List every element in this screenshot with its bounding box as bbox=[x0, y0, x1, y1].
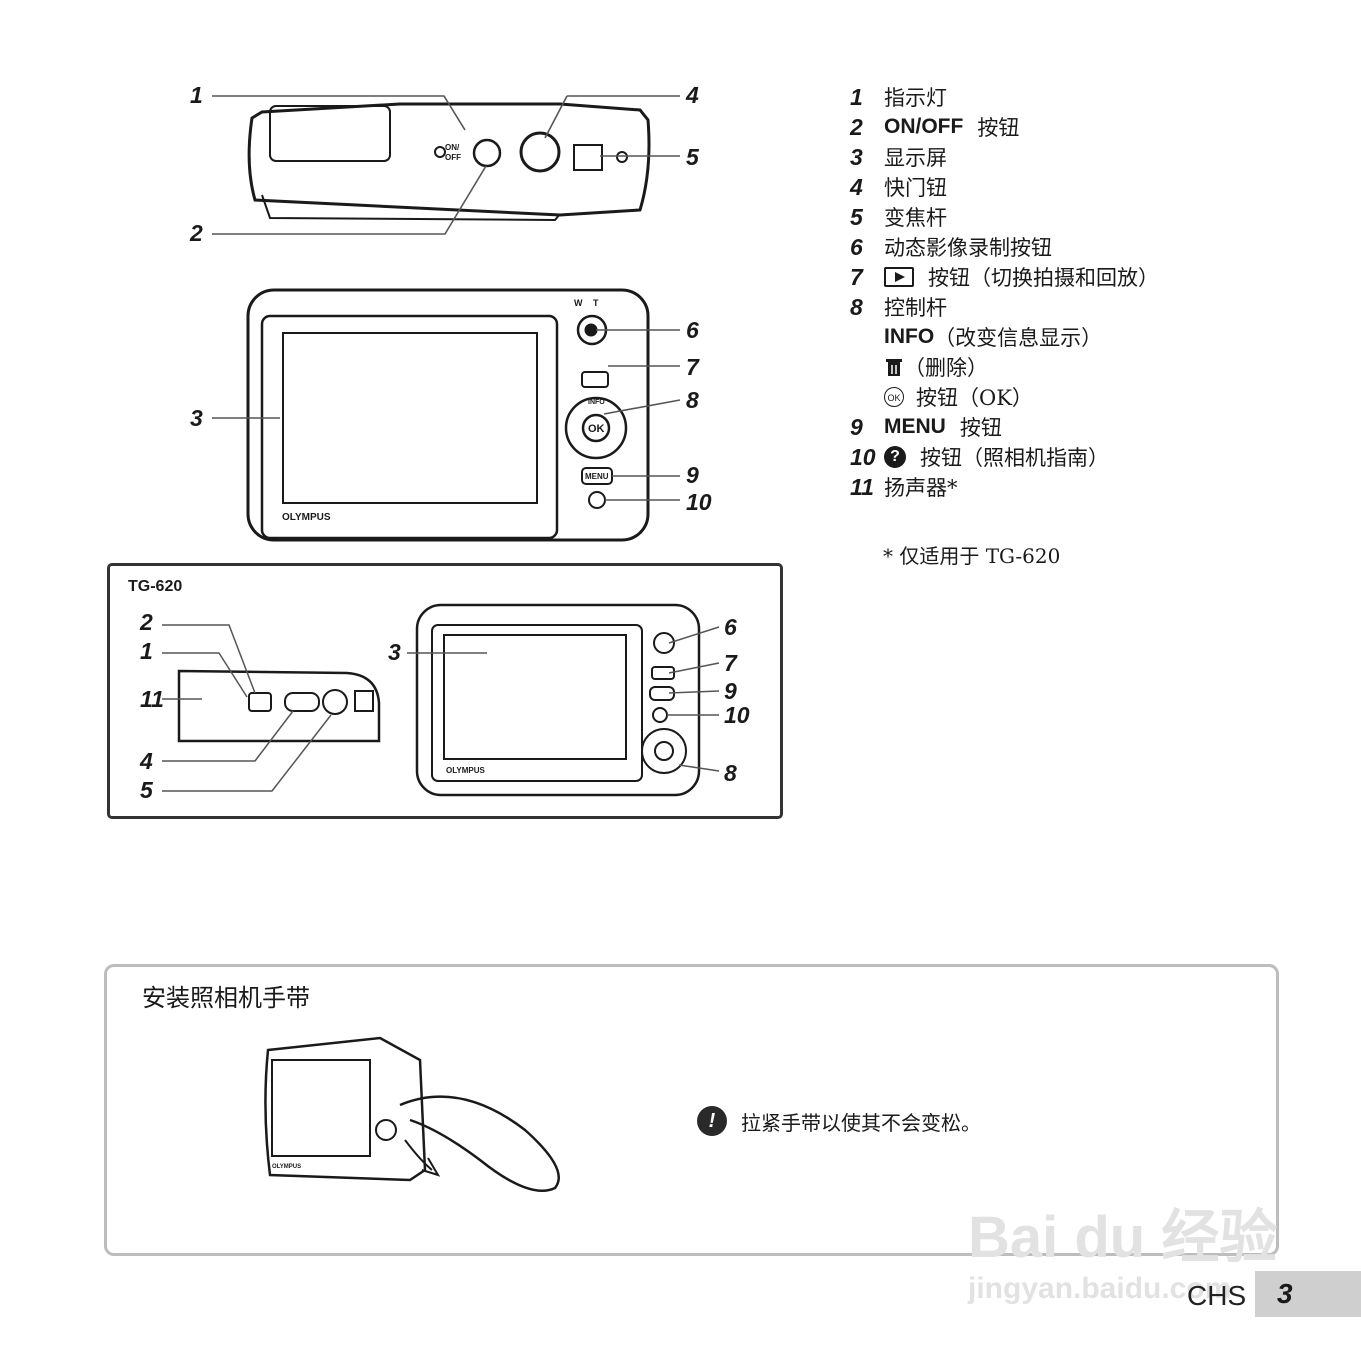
svg-text:OLYMPUS: OLYMPUS bbox=[446, 766, 485, 775]
svg-text:OLYMPUS: OLYMPUS bbox=[272, 1164, 301, 1170]
tg-callout-2: 2 bbox=[140, 609, 153, 635]
tg620-title: TG-620 bbox=[128, 578, 183, 595]
strap-note-text: 拉紧手带以使其不会变松。 bbox=[741, 1110, 981, 1135]
tg-callout-10: 10 bbox=[724, 702, 750, 728]
callout-1: 1 bbox=[190, 82, 203, 108]
tg620-diagram: OLYMPUS bbox=[162, 603, 720, 797]
strap-illustration: OLYMPUS bbox=[264, 1036, 560, 1192]
help-icon: ? bbox=[884, 446, 906, 468]
legend-subitem: （删除） bbox=[850, 352, 1330, 382]
callout-9: 9 bbox=[686, 462, 699, 488]
svg-text:INFO: INFO bbox=[588, 399, 605, 406]
tg620-back-body bbox=[415, 603, 701, 797]
baidu-watermark-url: jingyan.baidu.com bbox=[968, 1272, 1232, 1305]
callout-5: 5 bbox=[686, 144, 699, 170]
on-off-button-outline bbox=[472, 138, 502, 168]
back-view-body bbox=[246, 288, 650, 542]
callout-2: 2 bbox=[190, 220, 203, 246]
tg620-top-body bbox=[177, 669, 381, 743]
tg-callout-3: 3 bbox=[388, 639, 401, 665]
callout-3: 3 bbox=[190, 405, 203, 431]
svg-text:ON/: ON/ bbox=[445, 143, 460, 152]
svg-text:T: T bbox=[593, 298, 599, 308]
footnote: * 仅适用于 TG-620 bbox=[883, 544, 1061, 568]
tg-callout-9: 9 bbox=[724, 678, 737, 704]
strap-section-title: 安装照相机手带 bbox=[142, 984, 310, 1012]
footer-language: CHS bbox=[1187, 1280, 1247, 1311]
warning-icon: ! bbox=[697, 1106, 727, 1136]
ok-icon: OK bbox=[884, 387, 904, 407]
tg-callout-7: 7 bbox=[724, 650, 737, 676]
zoom-lever-outline bbox=[573, 144, 603, 171]
tg-callout-6: 6 bbox=[724, 614, 737, 640]
tg620-screen bbox=[443, 634, 627, 760]
control-dial-outline bbox=[564, 396, 628, 460]
brand-label: OLYMPUS bbox=[282, 512, 331, 523]
top-view-body bbox=[247, 102, 651, 217]
svg-text:OFF: OFF bbox=[445, 153, 461, 162]
callout-10: 10 bbox=[686, 489, 712, 515]
svg-text:OK: OK bbox=[588, 423, 605, 435]
callout-4: 4 bbox=[686, 82, 699, 108]
playback-icon bbox=[884, 267, 914, 287]
callout-7: 7 bbox=[686, 354, 699, 380]
callout-8: 8 bbox=[686, 387, 699, 413]
baidu-watermark-logo: Bai du 经验 bbox=[968, 1205, 1278, 1270]
tg-callout-1: 1 bbox=[140, 638, 153, 664]
svg-text:W: W bbox=[574, 298, 583, 308]
page-number: 3 bbox=[1255, 1271, 1361, 1317]
callout-6: 6 bbox=[686, 317, 699, 343]
camera-diagram: ON/ OFF W T INFO OK MENU OLYMPUS bbox=[212, 95, 681, 542]
trash-icon bbox=[886, 359, 902, 376]
tg620-box: TG-620 bbox=[107, 563, 783, 819]
tg-callout-4: 4 bbox=[140, 748, 153, 774]
svg-text:MENU: MENU bbox=[585, 472, 609, 481]
tg-callout-11: 11 bbox=[140, 686, 164, 712]
lcd-screen-outline bbox=[282, 332, 538, 504]
legend-subitem: INFO（改变信息显示） bbox=[884, 325, 1103, 350]
shutter-button-outline bbox=[519, 131, 561, 173]
legend-item: 10?按钮（照相机指南） bbox=[850, 443, 1109, 471]
strap-note: ! 拉紧手带以使其不会变松。 bbox=[697, 1106, 981, 1136]
tg-callout-8: 8 bbox=[724, 760, 737, 786]
strap-section-box bbox=[104, 964, 1279, 1256]
tg-callout-5: 5 bbox=[140, 777, 153, 803]
